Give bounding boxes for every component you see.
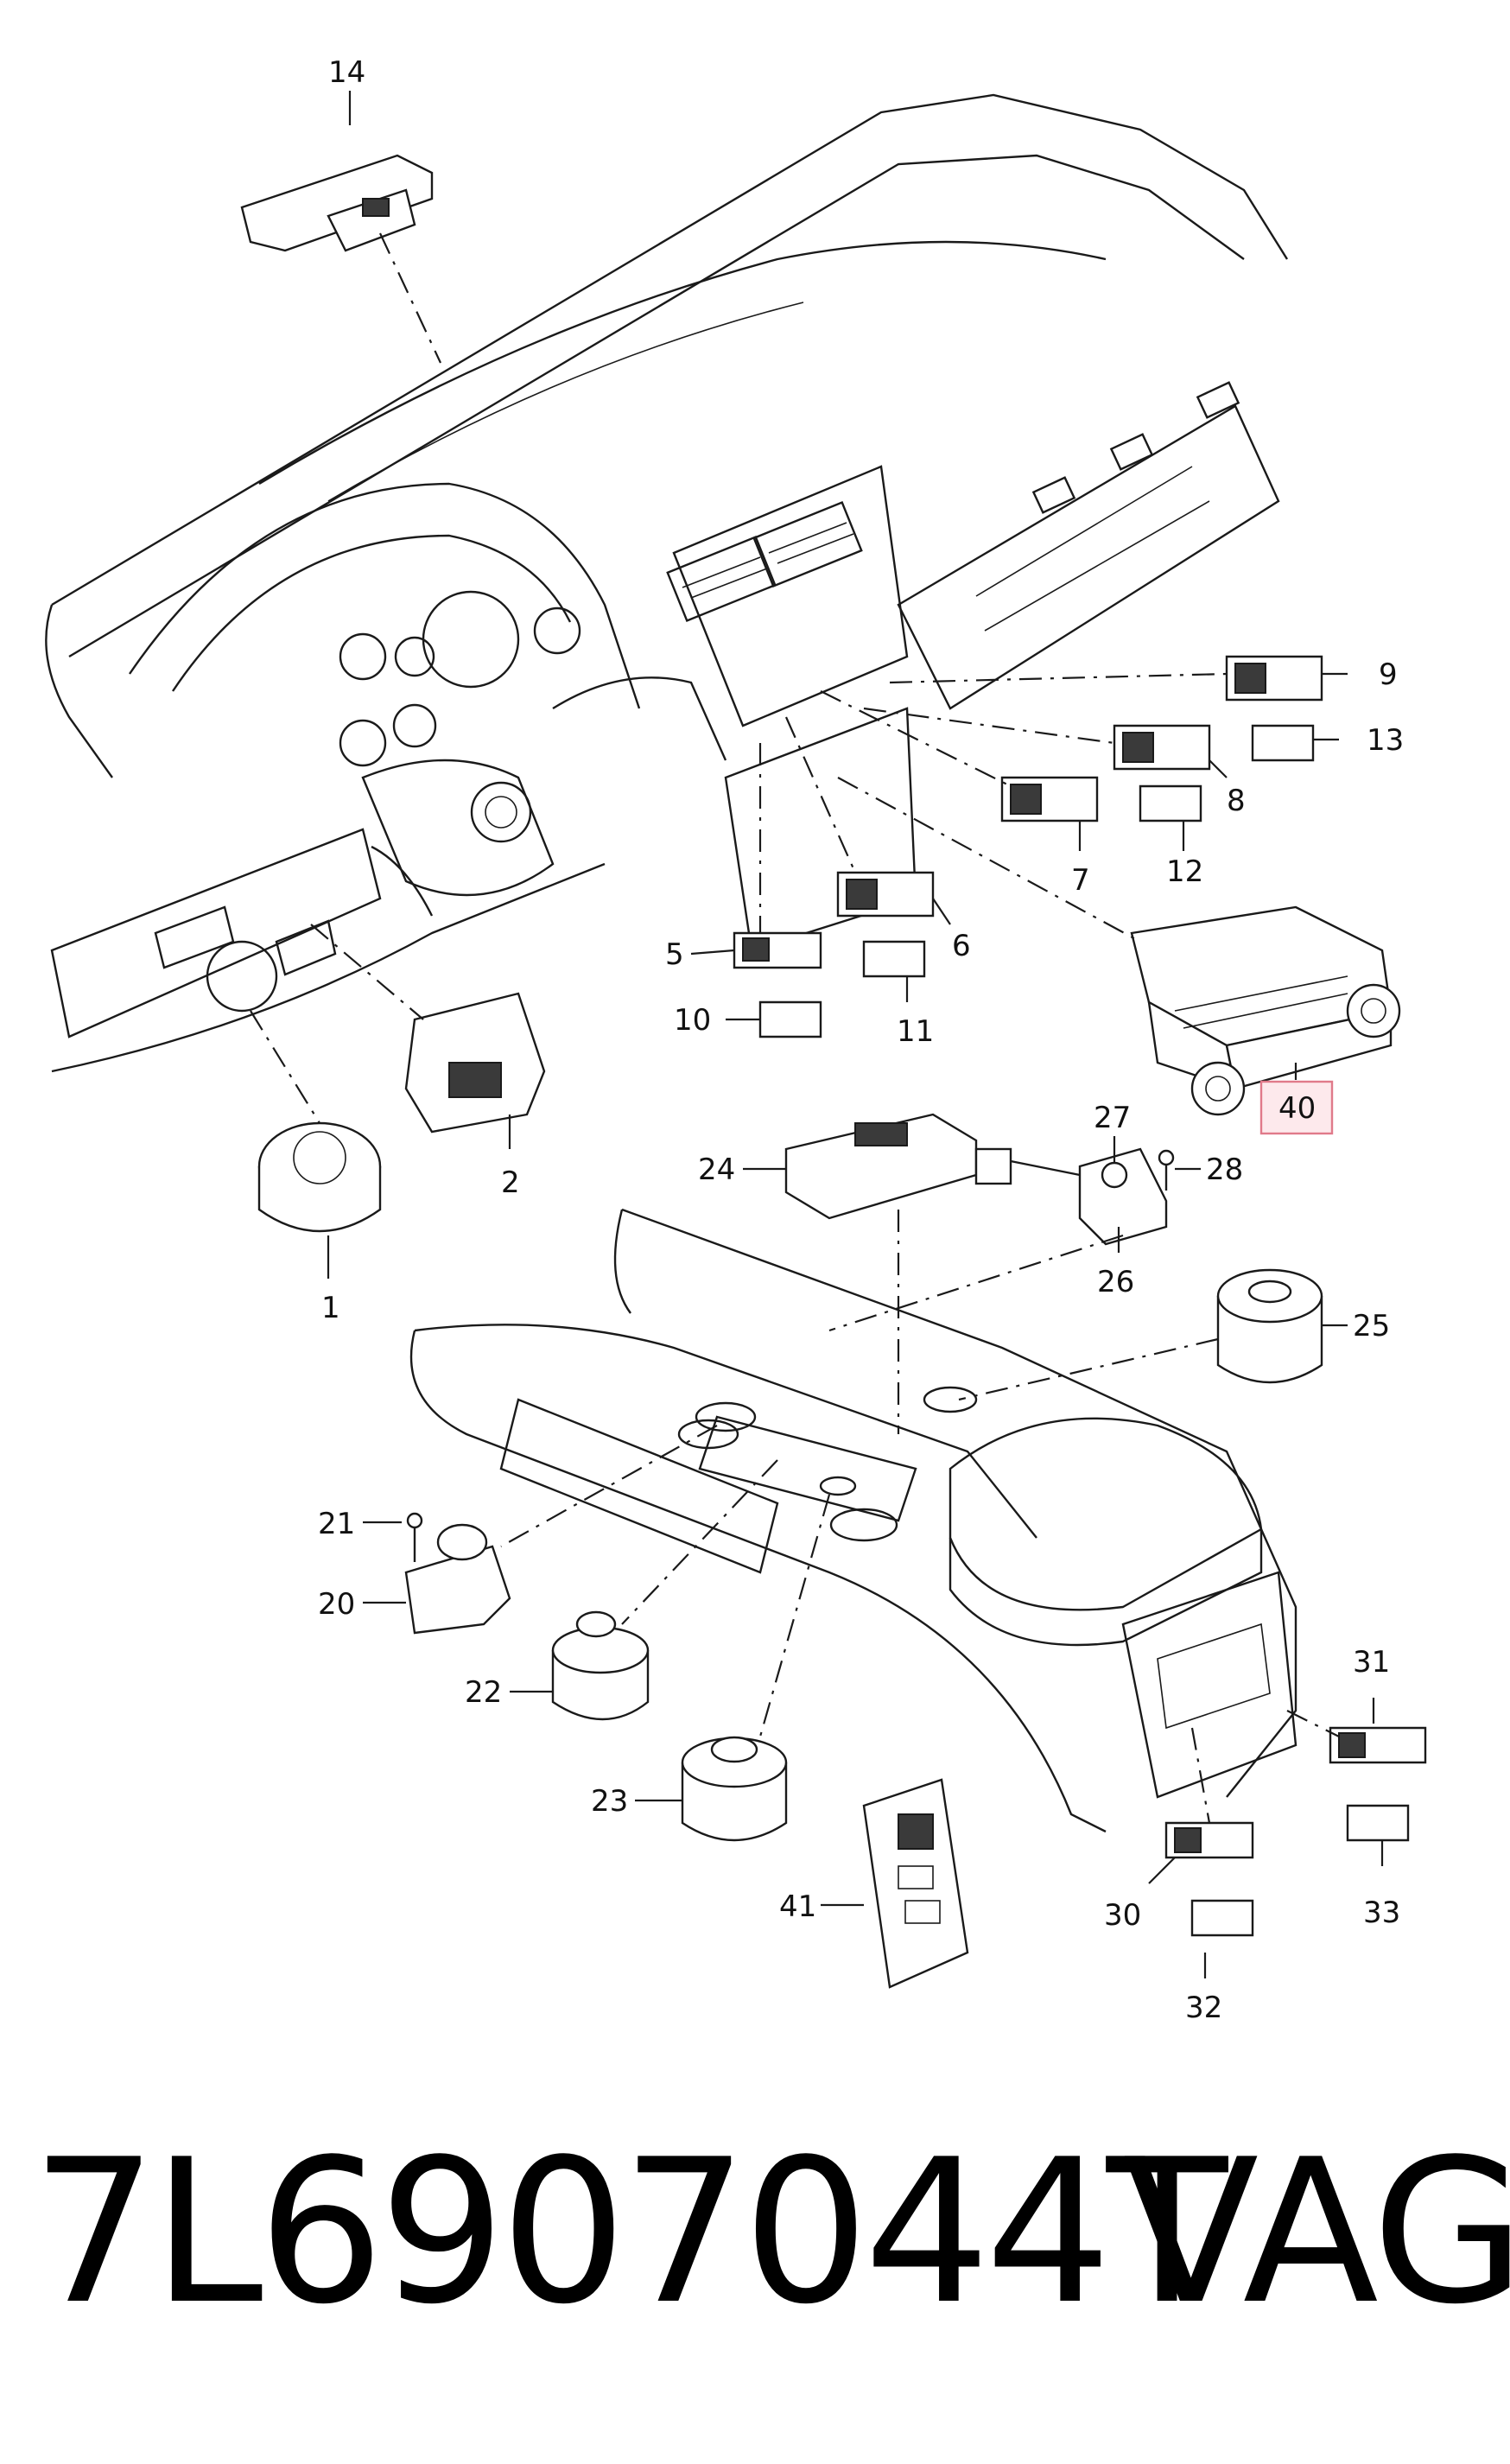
callout-23: 23: [591, 1784, 628, 1819]
part-30-switch: [1164, 1821, 1254, 1859]
part-32-switch-blank: [1190, 1899, 1254, 1937]
callout-13: 13: [1367, 723, 1404, 758]
callout-5: 5: [665, 937, 684, 972]
callout-12: 12: [1166, 854, 1203, 889]
part-21-screw: [406, 1512, 423, 1562]
part-9-switch: [1225, 655, 1323, 702]
assembly-lines: [250, 232, 1340, 1824]
part-26-sensor-assembly: [974, 1147, 1168, 1246]
part-1-light-switch: [257, 1121, 382, 1233]
part-40-climate-control-unit: [1130, 905, 1401, 1116]
part-28-screw: [1158, 1149, 1175, 1191]
callout-32: 32: [1185, 1991, 1222, 2025]
part-7-switch: [1000, 776, 1099, 822]
part-6-switch: [836, 871, 935, 918]
part-5-switch: [733, 931, 822, 969]
part-13-switch-blank: [1251, 724, 1315, 762]
part-23-rotary-switch: [681, 1736, 788, 1842]
part-20-rotary-switch: [404, 1523, 511, 1635]
parts-diagram: 14 1 2 5 6 7 8 9 10 11 12 13 40 24 27 28…: [45, 55, 1427, 2025]
callout-31: 31: [1353, 1645, 1390, 1680]
callout-9: 9: [1379, 657, 1398, 692]
brand-label: VAG: [1123, 2118, 1510, 2348]
callout-20: 20: [318, 1587, 355, 1622]
callout-labels: 14 1 2 5 6 7 8 9 10 11 12 13 40 24 27 28…: [318, 55, 1404, 2025]
part-31-switch: [1329, 1726, 1427, 1764]
part-14-overhead-module: [240, 154, 434, 252]
callout-11: 11: [897, 1014, 934, 1049]
callout-2: 2: [501, 1165, 520, 1200]
callout-1: 1: [321, 1291, 340, 1325]
part-10-switch-blank: [758, 1000, 822, 1038]
callout-25: 25: [1353, 1309, 1390, 1343]
part-2-steering-switch: [404, 992, 546, 1134]
part-8-switch: [1113, 724, 1211, 771]
part-41-rear-control-unit: [862, 1778, 969, 1989]
dashboard-outline: [45, 93, 1289, 1073]
callout-30: 30: [1104, 1898, 1141, 1933]
callout-26: 26: [1097, 1265, 1134, 1299]
callout-22: 22: [465, 1675, 502, 1710]
part-25-rotary-switch: [1216, 1268, 1323, 1384]
part-number: 7L6907044T: [31, 2118, 1228, 2348]
part-22-rotary-switch: [551, 1610, 650, 1721]
callout-28: 28: [1206, 1153, 1243, 1187]
callout-24: 24: [698, 1153, 735, 1187]
callout-10: 10: [674, 1003, 711, 1038]
callout-8: 8: [1227, 784, 1246, 818]
callout-33: 33: [1363, 1896, 1400, 1930]
callout-7: 7: [1071, 863, 1090, 898]
highlight-box-40: [1259, 1080, 1334, 1135]
leader-lines: [327, 91, 1384, 1978]
callout-14: 14: [328, 55, 365, 90]
part-33-switch-blank: [1346, 1804, 1410, 1842]
part-12-switch-blank: [1139, 784, 1202, 822]
centre-console-outline: [409, 1208, 1297, 1833]
callout-6: 6: [952, 929, 971, 963]
part-11-switch-blank: [862, 940, 926, 978]
callout-40: 40: [1278, 1091, 1316, 1126]
callout-27: 27: [1094, 1101, 1131, 1135]
part-24-switch-panel: [784, 1113, 978, 1220]
callout-21: 21: [318, 1507, 355, 1541]
callout-41: 41: [779, 1889, 816, 1924]
